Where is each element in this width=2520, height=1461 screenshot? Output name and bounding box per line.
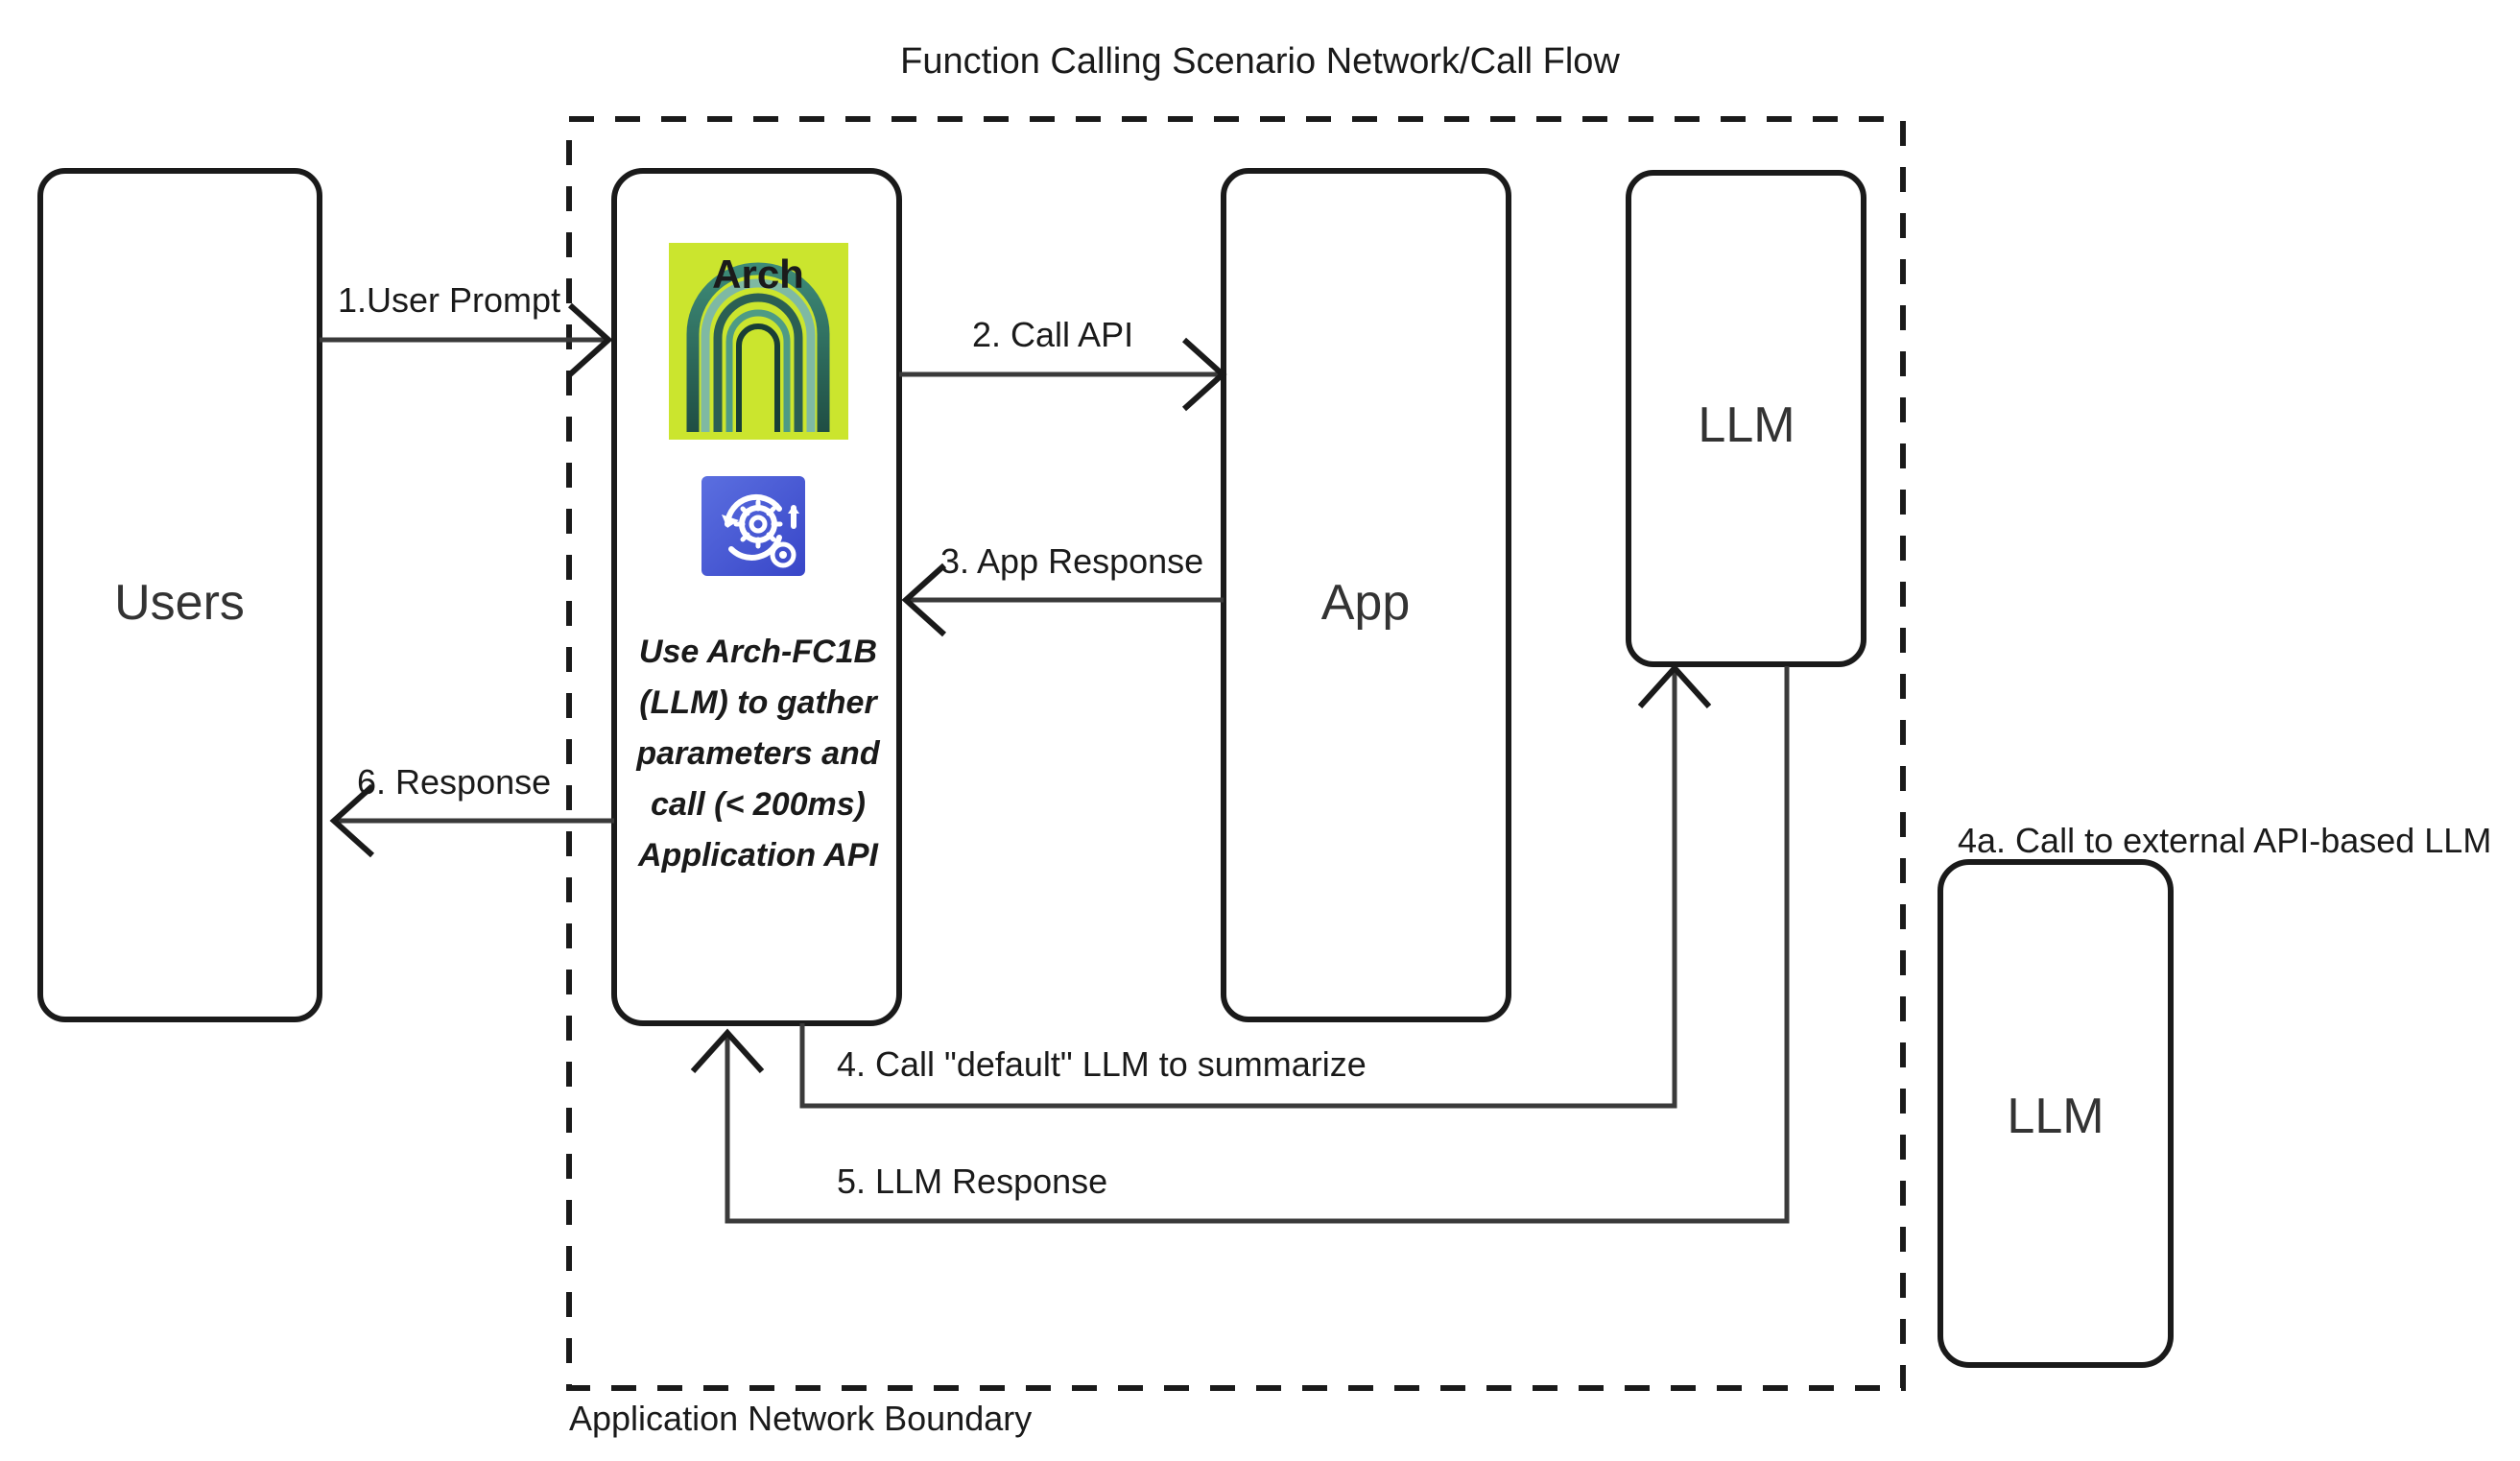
node-llm-external-label: LLM [2007,1089,2104,1144]
node-app-label: App [1321,575,1411,631]
edge-llm-response-label: 5. LLM Response [837,1162,1107,1201]
edge-app-response-label: 3. App Response [940,541,1203,581]
arch-note-line-5: Application API [637,837,880,874]
node-users-label: Users [114,575,245,631]
edge-call-api-label: 2. Call API [972,315,1133,354]
gear-sync-icon [701,476,805,576]
edge-call-default-llm-label: 4. Call "default" LLM to summarize [837,1044,1367,1084]
arch-note-line-3: parameters and [635,735,880,772]
arch-logo-wordmark: Arch [712,251,804,297]
edge-response: 6. Response [329,762,614,858]
edge-user-prompt: 1.User Prompt [320,280,613,377]
edge-response-label: 6. Response [357,762,551,802]
boundary-label: Application Network Boundary [569,1399,1032,1438]
arch-note-line-4: call (< 200ms) [651,786,866,823]
node-app[interactable] [1221,168,1511,1022]
arch-note-line-2: (LLM) to gather [639,684,878,721]
arch-note-line-1: Use Arch-FC1B [639,634,877,670]
arch-note: Use Arch-FC1B (LLM) to gather parameters… [635,634,880,874]
application-network-boundary [566,116,1906,1391]
edge-call-default-llm: 4. Call "default" LLM to summarize [799,663,1712,1109]
arch-arch-logo: Arch [669,243,848,440]
edge-user-prompt-label: 1.User Prompt [338,280,560,320]
node-llm-external[interactable] [1938,859,2174,1368]
external-llm-call-label: 4a. Call to external API-based LLM [1958,821,2491,860]
edge-app-response: 3. App Response [901,541,1224,637]
edge-llm-response: 5. LLM Response [690,666,1790,1224]
diagram-title: Function Calling Scenario Network/Call F… [900,41,1620,82]
node-users[interactable] [37,168,322,1022]
edge-call-api: 2. Call API [899,315,1227,412]
node-llm-internal-label: LLM [1698,397,1795,453]
node-llm-internal[interactable] [1626,170,1866,667]
